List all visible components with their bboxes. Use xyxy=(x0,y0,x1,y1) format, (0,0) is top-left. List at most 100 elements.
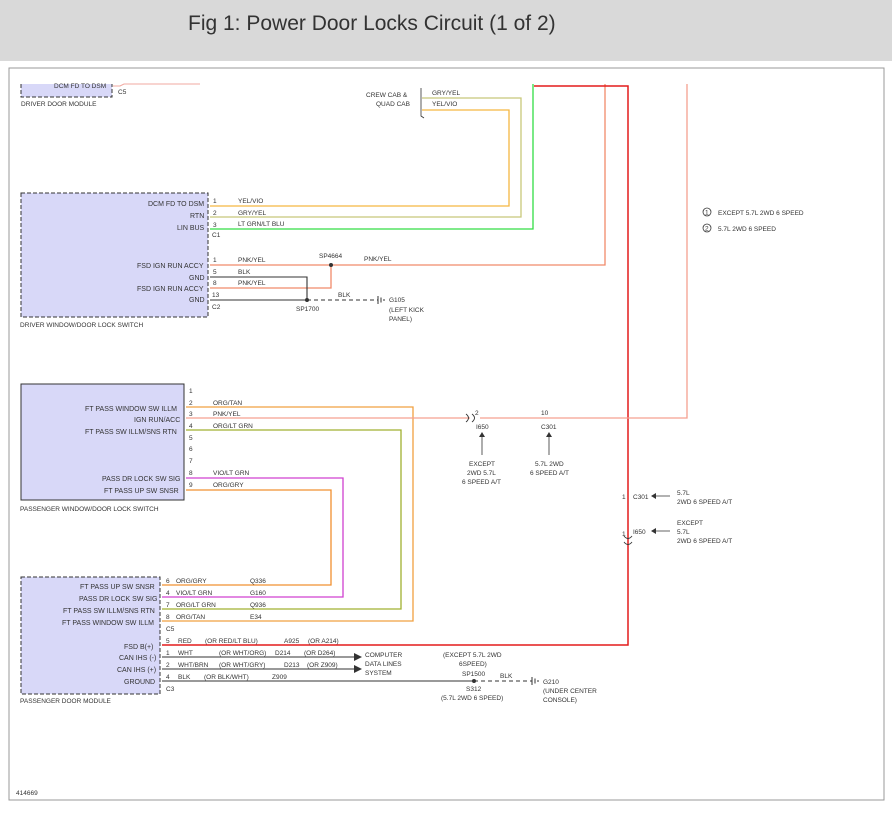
c301-note-1: 5.7L 2WD xyxy=(535,461,564,468)
c301-arrow-head xyxy=(546,432,552,437)
g210-label: G210 xyxy=(543,679,559,686)
pdm-c3-num-5: 5 xyxy=(166,638,170,645)
driver-switch-c2-pin-label-1: FSD IGN RUN ACCY xyxy=(137,263,204,270)
red-c301-arrow-head xyxy=(651,493,656,499)
wire-gry-yel xyxy=(210,97,522,218)
c301-label: C301 xyxy=(541,424,557,431)
pdm-c3-circuit-4: Z909 xyxy=(272,674,287,681)
driver-switch-c2-num-8: 8 xyxy=(213,280,217,287)
ground-g105-loc-1: (LEFT KICK xyxy=(389,307,425,314)
pdm-c3-wire-5: RED xyxy=(178,638,192,645)
passenger-switch-box xyxy=(20,383,185,501)
wire-pink-trunk xyxy=(480,84,688,419)
passenger-switch-num-1: 1 xyxy=(189,388,193,395)
passenger-switch-label-2: FT PASS WINDOW SW ILLM xyxy=(85,406,177,413)
i650-note-1: EXCEPT xyxy=(469,461,495,468)
driver-switch-c2-pin-label-8: FSD IGN RUN ACCY xyxy=(137,286,204,293)
wire-blk-label: BLK xyxy=(338,292,351,299)
i650-note-2: 2WD 5.7L xyxy=(467,470,496,477)
passenger-switch-num-6: 6 xyxy=(189,446,193,453)
driver-switch-name: DRIVER WINDOW/DOOR LOCK SWITCH xyxy=(20,322,143,329)
red-c301-note-2: 2WD 6 SPEED A/T xyxy=(677,499,732,506)
pdm-c3-alt-circuit-1: (OR D264) xyxy=(304,650,335,657)
note-1-text: EXCEPT 5.7L 2WD 6 SPEED xyxy=(718,210,804,217)
driver-switch-c2-connector: C2 xyxy=(212,304,221,311)
driver-switch-c1-num-1: 1 xyxy=(213,198,217,205)
top-wire-label-yel-vio: YEL/VIO xyxy=(432,101,457,108)
wire-red-fsd-b xyxy=(162,85,629,646)
passenger-switch-num-2: 2 xyxy=(189,400,193,407)
pdm-c3-alt-circuit-2: (OR Z909) xyxy=(307,662,338,669)
passenger-switch-wire-2: ORG/TAN xyxy=(213,400,242,407)
red-i650-note-2: 5.7L xyxy=(677,529,690,536)
sp1500-except-1: (EXCEPT 5.7L 2WD xyxy=(443,652,502,659)
passenger-switch-wire-4: ORG/LT GRN xyxy=(213,423,253,430)
pdm-c5-num-6: 6 xyxy=(166,578,170,585)
pdm-c5-circuit-4: G160 xyxy=(250,590,266,597)
pdm-c5-num-8: 8 xyxy=(166,614,170,621)
pdm-c3-wire-2: WHT/BRN xyxy=(178,662,209,669)
driver-switch-c1-num-3: 3 xyxy=(213,222,217,229)
driver-switch-c1-pin-label-3: LIN BUS xyxy=(177,225,205,232)
passenger-switch-num-3: 3 xyxy=(189,411,193,418)
c301-pin: 10 xyxy=(541,410,549,417)
pdm-c3-alt-wire-4: (OR BLK/WHT) xyxy=(204,674,249,681)
pdm-c3-alt-wire-2: (OR WHT/GRY) xyxy=(219,662,265,669)
wire-vio-lt-grn xyxy=(162,477,344,598)
pdm-c3-label-5: FSD B(+) xyxy=(124,644,153,651)
wire-org-lt-grn xyxy=(162,429,402,610)
wire-org-tan xyxy=(162,406,414,622)
driver-switch-c2-num-5: 5 xyxy=(213,269,217,276)
passenger-switch-label-9: FT PASS UP SW SNSR xyxy=(104,488,179,495)
g210-loc-1: (UNDER CENTER xyxy=(543,688,597,695)
note-2-marker xyxy=(702,223,712,233)
pdm-c5-label-7: FT PASS SW ILLM/SNS RTN xyxy=(63,608,155,615)
driver-switch-c1-connector: C1 xyxy=(212,232,221,239)
driver-switch-c1-pin-label-2: RTN xyxy=(190,213,204,220)
sp1500-label: SP1500 xyxy=(462,671,486,678)
i650-connector-icon xyxy=(465,413,475,423)
pdm-c3-circuit-2: D213 xyxy=(284,662,300,669)
splice-sp4664-label: SP4664 xyxy=(319,253,343,260)
driver-switch-box xyxy=(20,192,209,318)
driver-door-module-name: DRIVER DOOR MODULE xyxy=(21,101,97,108)
driver-switch-c1-pin-label-1: DCM FD TO DSM xyxy=(148,201,204,208)
pdm-c3-num-2: 2 xyxy=(166,662,170,669)
i650-label: I650 xyxy=(476,424,489,431)
passenger-switch-wire-3: PNK/YEL xyxy=(213,411,241,418)
red-c301-note-1: 5.7L xyxy=(677,490,690,497)
driver-switch-c1-wire-2: GRY/YEL xyxy=(238,210,266,217)
pdm-c5-label-4: PASS DR LOCK SW SIG xyxy=(79,596,157,603)
passenger-door-module-name: PASSENGER DOOR MODULE xyxy=(20,698,112,705)
splice-sp1700-label: SP1700 xyxy=(296,306,320,313)
ground-g105-icon xyxy=(377,296,385,304)
pdm-c3-alt-wire-1: (OR WHT/ORG) xyxy=(219,650,266,657)
pdm-c3-circuit-1: D214 xyxy=(275,650,291,657)
pdm-c3-connector: C3 xyxy=(166,686,175,693)
driver-switch-c1-num-2: 2 xyxy=(213,210,217,217)
pdm-c5-circuit-8: E34 xyxy=(250,614,262,621)
driver-switch-c2-wire-8: PNK/YEL xyxy=(238,280,266,287)
pdm-c3-label-4: GROUND xyxy=(124,679,155,686)
driver-door-module-box xyxy=(20,84,113,98)
driver-switch-c1-wire-3: LT GRN/LT BLU xyxy=(238,221,285,228)
red-c301-label: C301 xyxy=(633,494,649,501)
ground-g210-icon xyxy=(531,677,539,685)
pdm-c3-num-1: 1 xyxy=(166,650,170,657)
red-i650-label: I650 xyxy=(633,529,646,536)
pdm-c5-label-8: FT PASS WINDOW SW ILLM xyxy=(62,620,154,627)
arrow-can-ihs-minus-icon xyxy=(354,653,362,661)
i650-note-3: 6 SPEED A/T xyxy=(462,479,501,486)
pdm-c5-wire-8: ORG/TAN xyxy=(176,614,205,621)
passenger-switch-wire-8: VIO/LT GRN xyxy=(213,470,250,477)
driver-switch-c2-wire-5: BLK xyxy=(238,269,251,276)
data-lines-label-2: DATA LINES xyxy=(365,661,402,668)
arrow-can-ihs-plus-icon xyxy=(354,665,362,673)
pdm-c5-wire-4: VIO/LT GRN xyxy=(176,590,213,597)
top-wire-label-gry-yel: GRY/YEL xyxy=(432,90,460,97)
driver-switch-c2-pin-label-5: GND xyxy=(189,275,205,282)
driver-door-module-wire xyxy=(113,83,200,87)
crew-cab-bracket xyxy=(420,88,425,119)
passenger-switch-num-7: 7 xyxy=(189,458,193,465)
